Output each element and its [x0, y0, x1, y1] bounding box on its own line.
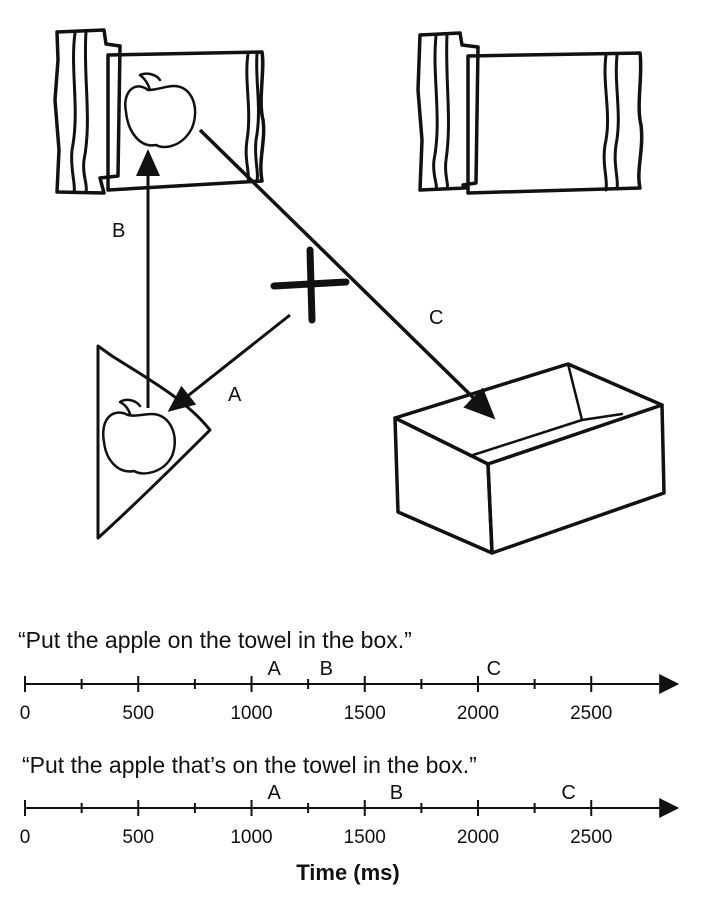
timeline-1-tick-label: 2500 [570, 703, 612, 724]
arrow-label-a: A [228, 384, 242, 406]
sentence-2: “Put the apple that’s on the towel in th… [22, 752, 477, 778]
saccade-arrow-c [198, 128, 496, 420]
timeline-2-tick-label: 1500 [344, 827, 386, 848]
timeline-1-event-c: C [487, 658, 501, 680]
timeline-1-axis: 0 500 1000 1500 2000 2500 A B C [20, 658, 680, 724]
timeline-1-tick-label: 1000 [230, 703, 272, 724]
timeline-2-tick-label: 2000 [457, 827, 499, 848]
timeline-2-tick-label: 0 [20, 827, 31, 848]
arrow-label-b: B [112, 220, 125, 242]
timeline-2-tick-label: 1000 [230, 827, 272, 848]
timeline-2-event-c: C [561, 782, 575, 804]
timeline-2-tick-label: 2500 [570, 827, 612, 848]
timeline-2-event-a: A [267, 782, 281, 804]
timeline-2-axis: 0 500 1000 1500 2000 2500 A B C [20, 782, 680, 848]
timeline-1-axis-arrowhead [659, 674, 680, 694]
empty-towel-illustration [416, 31, 644, 195]
box-illustration [393, 362, 666, 555]
timeline-1-tick-label: 0 [20, 703, 31, 724]
axis-title: Time (ms) [296, 860, 400, 885]
saccade-arrow-a [167, 313, 291, 412]
timeline-2-tick-label: 500 [122, 827, 154, 848]
apple-on-towel-icon [124, 72, 197, 149]
timeline-2-event-b: B [390, 782, 403, 804]
sentence-1: “Put the apple on the towel in the box.” [18, 627, 412, 653]
timeline-1-tick-label: 2000 [457, 703, 499, 724]
timeline-1-event-a: A [267, 658, 281, 680]
timeline-1-tick-label: 1500 [344, 703, 386, 724]
arrow-label-c: C [429, 307, 443, 329]
fixation-cross-icon [270, 246, 350, 324]
timeline-2: “Put the apple that’s on the towel in th… [20, 752, 680, 848]
timeline-1-event-b: B [320, 658, 333, 680]
napkin-with-apple-illustration [96, 344, 212, 540]
apple-on-napkin-icon [101, 398, 177, 475]
timeline-1-tick-label: 500 [122, 703, 154, 724]
timeline-2-axis-arrowhead [659, 798, 680, 818]
timeline-1: “Put the apple on the towel in the box.”… [18, 627, 680, 724]
towel-with-apple-illustration [53, 28, 266, 195]
scene: A B C [53, 28, 666, 555]
